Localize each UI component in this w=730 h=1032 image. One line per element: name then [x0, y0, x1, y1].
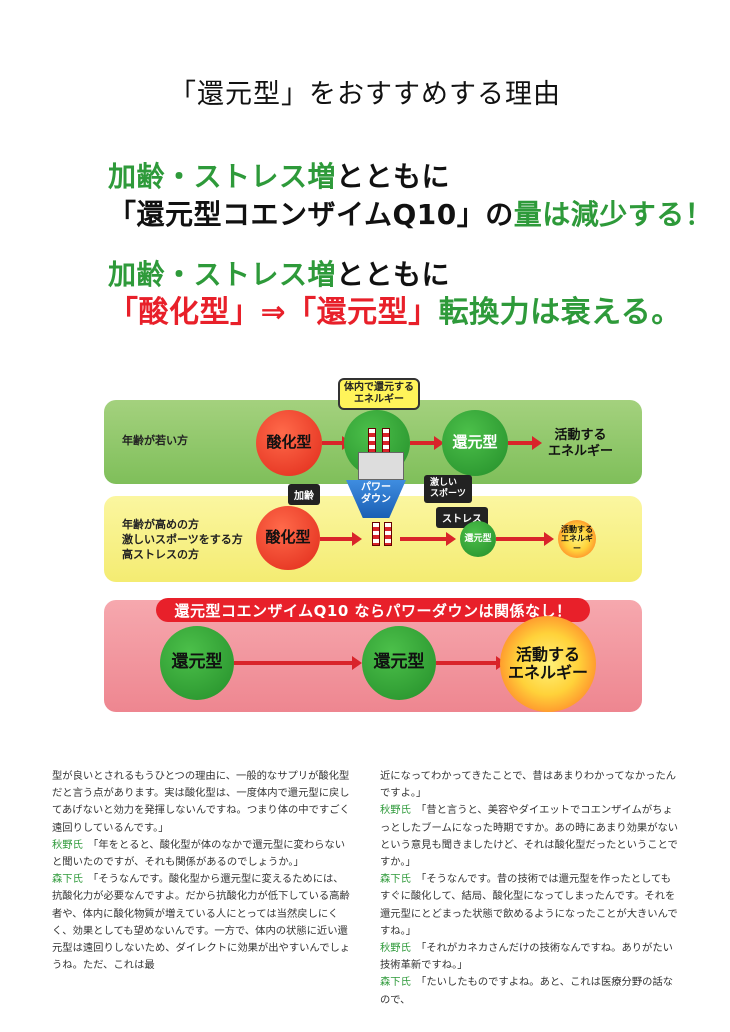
- headline-line-1b: 「還元型コエンザイムQ10」の量は減少する！: [108, 196, 713, 234]
- speaker-name: 秋野氏: [52, 838, 83, 851]
- headline-green-text: 加齢・ストレス増: [108, 258, 337, 291]
- reduced-circle: 還元型: [362, 626, 436, 700]
- sports-tag: 激しい スポーツ: [424, 475, 472, 503]
- arrow: [400, 532, 456, 546]
- speaker-name: 森下氏: [380, 873, 411, 886]
- text-column-right: 近になってわかってきたことで、昔はあまりわかってなかったんですよ。」 秋野氏 「…: [380, 768, 680, 1009]
- reduced-circle: 還元型: [160, 626, 234, 700]
- headline-black-text: とともに: [336, 160, 451, 193]
- reduced-circle: 還元型: [442, 410, 508, 476]
- text-column-left: 型が良いとされるもうひとつの理由に、一般的なサプリが酸化型だと言う点があります。…: [52, 768, 352, 974]
- headline-green-text: 量は減少する！: [513, 198, 714, 231]
- energy-callout: 体内で還元する エネルギー: [338, 378, 420, 410]
- paragraph: 秋野氏 「年をとると、酸化型が体のなかで還元型に変わらないと聞いたのですが、それ…: [52, 837, 352, 871]
- paragraph: 型が良いとされるもうひとつの理由に、一般的なサプリが酸化型だと言う点があります。…: [52, 768, 352, 837]
- speaker-name: 秋野氏: [380, 804, 411, 817]
- leg-right: [384, 522, 392, 546]
- arrow: [410, 436, 444, 450]
- paragraph-text: 「昔と言うと、美容やダイエットでコエンザイムがちょっとしたブームになった時期です…: [380, 804, 679, 869]
- reduced-banner: 還元型コエンザイムQ10 ならパワーダウンは関係なし！: [156, 598, 590, 622]
- oxidized-circle: 酸化型: [256, 506, 320, 570]
- headline-line-2a: 加齢・ストレス増とともに: [108, 256, 450, 294]
- arrow: [436, 656, 506, 670]
- paragraph-text: 型が良いとされるもうひとつの理由に、一般的なサプリが酸化型だと言う点があります。…: [52, 770, 350, 834]
- active-energy-small: 活動する エネルギー: [558, 520, 596, 558]
- arrow: [234, 656, 362, 670]
- active-energy-glow: 活動する エネルギー: [500, 616, 596, 712]
- oxidized-circle: 酸化型: [256, 410, 322, 476]
- leg-left: [372, 522, 380, 546]
- paragraph-text: 「たいしたものですよね。あと、これは医療分野の話なので、: [380, 976, 674, 1006]
- speaker-name: 森下氏: [52, 873, 83, 886]
- speaker-name: 秋野氏: [380, 942, 411, 955]
- paragraph: 森下氏 「そうなんです。酸化型から還元型に変えるためには、抗酸化力が必要なんです…: [52, 871, 352, 974]
- page-title: 「還元型」をおすすめする理由: [169, 79, 561, 110]
- headline-green-text: 転換力は衰える。: [438, 295, 682, 330]
- paragraph: 秋野氏 「昔と言うと、美容やダイエットでコエンザイムがちょっとしたブームになった…: [380, 802, 680, 871]
- headline-line-2b: 「酸化型」⇒「還元型」転換力は衰える。: [108, 294, 682, 332]
- headline-line-1a: 加齢・ストレス増とともに: [108, 158, 450, 196]
- paragraph-text: 「年をとると、酸化型が体のなかで還元型に変わらないと聞いたのですが、それも関係が…: [52, 838, 346, 869]
- headline-black-text: とともに: [336, 258, 451, 291]
- headline-black-text: 「還元型コエンザイムQ10」の: [108, 198, 514, 231]
- headline-green-text: 加齢・ストレス増: [108, 160, 337, 193]
- aging-tag: 加齢: [288, 484, 320, 505]
- paragraph: 秋野氏 「それがカネカさんだけの技術なんですね。ありがたい技術革新ですね。」: [380, 940, 680, 974]
- arrow: [320, 532, 362, 546]
- arrow: [508, 436, 542, 450]
- paragraph: 森下氏 「たいしたものですよね。あと、これは医療分野の話なので、: [380, 974, 680, 1008]
- speaker-name: 森下氏: [380, 976, 411, 989]
- band-older-label: 年齢が高めの方 激しいスポーツをする方 高ストレスの方: [122, 518, 243, 561]
- paragraph: 森下氏 「そうなんです。昔の技術では還元型を作ったとしてもすぐに酸化して、結局、…: [380, 871, 680, 940]
- reduced-small-circle: 還元型: [460, 521, 496, 557]
- arrow: [496, 532, 554, 546]
- paragraph-text: 「そうなんです。昔の技術では還元型を作ったとしてもすぐに酸化して、結局、酸化型に…: [380, 873, 678, 937]
- box-illustration: [358, 452, 404, 480]
- paragraph-text: 「それがカネカさんだけの技術なんですね。ありがたい技術革新ですね。」: [380, 942, 673, 972]
- arrow: [322, 436, 352, 450]
- paragraph: 近になってわかってきたことで、昔はあまりわかってなかったんですよ。」: [380, 768, 680, 802]
- active-energy-label: 活動する エネルギー: [548, 428, 614, 459]
- band-young-label: 年齢が若い方: [122, 434, 188, 447]
- paragraph-text: 近になってわかってきたことで、昔はあまりわかってなかったんですよ。」: [380, 770, 677, 800]
- paragraph-text: 「そうなんです。酸化型から還元型に変えるためには、抗酸化力が必要なんですよ。だか…: [52, 873, 351, 972]
- headline-red-text: 「酸化型」⇒「還元型」: [108, 295, 439, 330]
